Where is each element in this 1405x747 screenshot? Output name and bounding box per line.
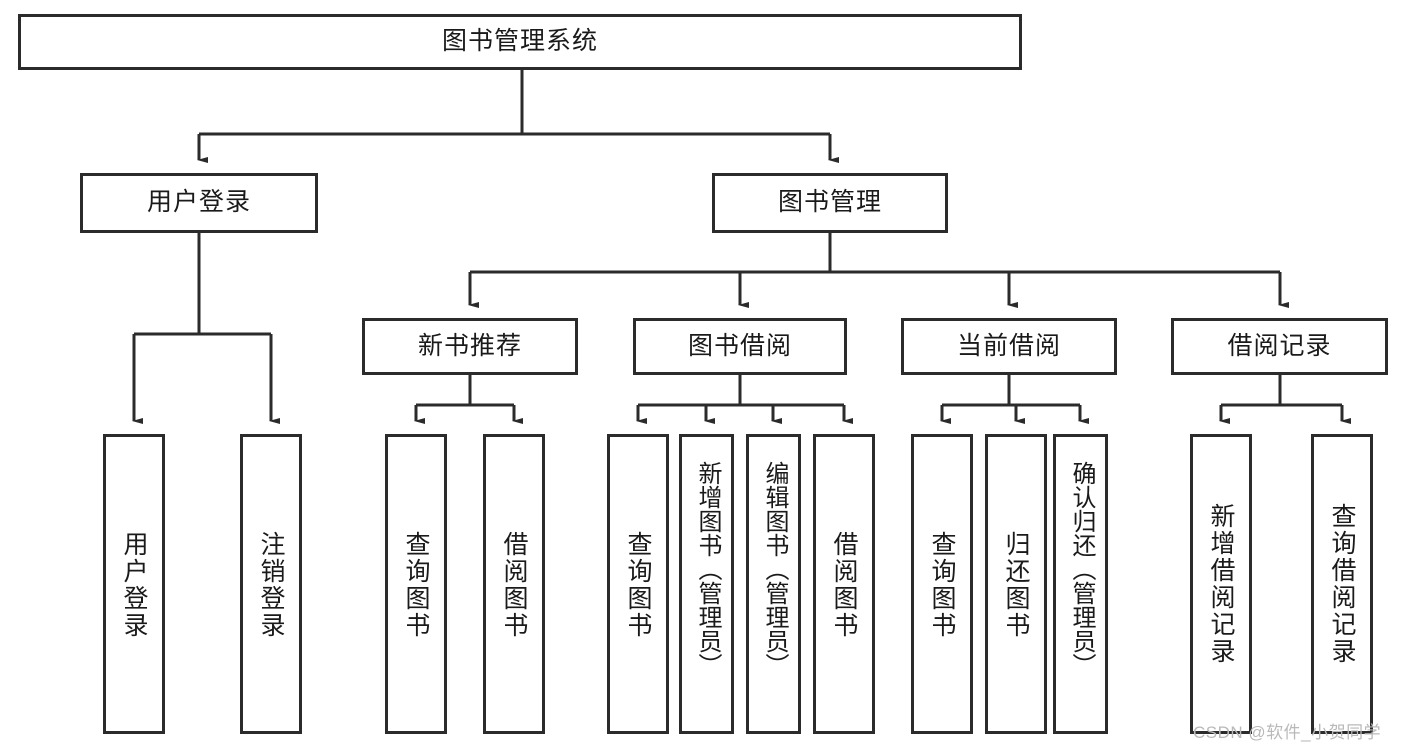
node-label: 用户登录 <box>120 531 148 639</box>
node-label: 图书管理系统 <box>441 27 598 56</box>
node-leaf-user-logout[interactable]: 注销登录 <box>240 434 302 734</box>
node-book-borrow[interactable]: 图书借阅 <box>633 318 847 375</box>
csdn-watermark: CSDN @软件_小贺同学 <box>1193 723 1382 742</box>
node-leaf-query-book-current[interactable]: 查询图书 <box>911 434 973 734</box>
node-label: 图书管理 <box>777 188 882 217</box>
node-leaf-query-book-recommend[interactable]: 查询图书 <box>385 434 447 734</box>
node-label: 归还图书 <box>1002 531 1030 639</box>
node-label: 借阅图书 <box>500 531 528 639</box>
node-book-manage[interactable]: 图书管理 <box>712 173 948 233</box>
node-label: 借阅记录 <box>1227 331 1332 360</box>
node-leaf-add-borrow-record[interactable]: 新增借阅记录 <box>1190 434 1252 734</box>
node-label: 查询借阅记录 <box>1328 503 1356 665</box>
node-current-borrow[interactable]: 当前借阅 <box>901 318 1117 375</box>
node-leaf-return-book[interactable]: 归还图书 <box>985 434 1047 734</box>
node-new-book-recommend[interactable]: 新书推荐 <box>362 318 578 375</box>
node-label: 查询图书 <box>624 531 652 639</box>
node-label: 查询图书 <box>928 531 956 639</box>
node-leaf-edit-book-admin[interactable]: 编辑图书（管理员） <box>746 434 801 734</box>
node-label: 当前借阅 <box>956 331 1061 360</box>
node-leaf-borrow-book[interactable]: 借阅图书 <box>813 434 875 734</box>
node-label: 注销登录 <box>257 531 285 639</box>
node-label: 新增借阅记录 <box>1207 503 1235 665</box>
node-label: 编辑图书（管理员） <box>760 461 788 677</box>
node-leaf-query-borrow-record[interactable]: 查询借阅记录 <box>1311 434 1373 734</box>
node-leaf-user-login[interactable]: 用户登录 <box>103 434 165 734</box>
node-label: 新书推荐 <box>417 331 522 360</box>
node-label: 查询图书 <box>402 531 430 639</box>
node-leaf-confirm-return-admin[interactable]: 确认归还（管理员） <box>1053 434 1108 734</box>
node-leaf-add-book-admin[interactable]: 新增图书（管理员） <box>679 434 734 734</box>
node-user-login[interactable]: 用户登录 <box>80 173 318 233</box>
node-label: 用户登录 <box>146 188 251 217</box>
node-root-system[interactable]: 图书管理系统 <box>18 14 1022 70</box>
node-leaf-borrow-book-recommend[interactable]: 借阅图书 <box>483 434 545 734</box>
node-borrow-record[interactable]: 借阅记录 <box>1171 318 1388 375</box>
node-label: 新增图书（管理员） <box>693 461 721 677</box>
node-label: 借阅图书 <box>830 531 858 639</box>
node-leaf-query-book-borrow[interactable]: 查询图书 <box>607 434 669 734</box>
node-label: 确认归还（管理员） <box>1067 461 1095 677</box>
node-label: 图书借阅 <box>687 331 792 360</box>
